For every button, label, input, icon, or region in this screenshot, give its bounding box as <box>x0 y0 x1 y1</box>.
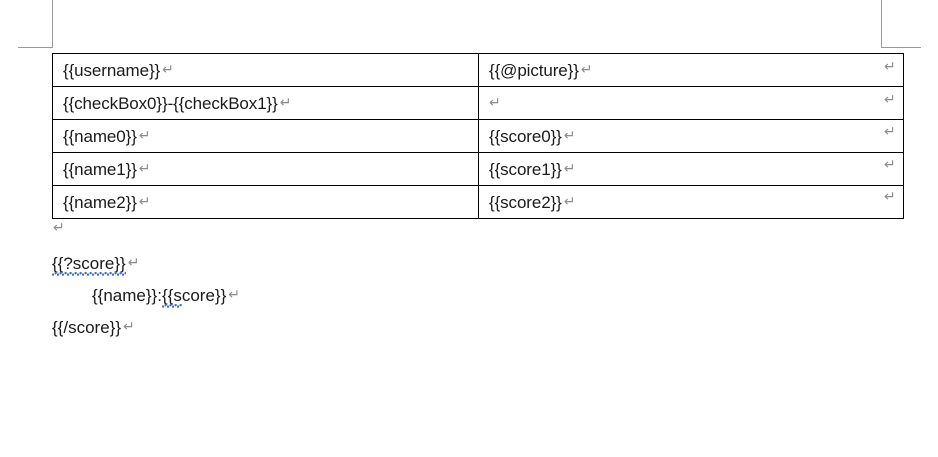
table-cell-right[interactable]: {{score2}}↵ <box>478 185 904 219</box>
body-text: {{/score}} <box>52 318 122 337</box>
cell-text: {{score1}} <box>489 159 562 179</box>
cell-text: {{name1}} <box>63 159 137 179</box>
pilcrow-icon: ↵ <box>489 94 501 111</box>
body-paragraph[interactable]: {{?score}}↵ <box>52 254 140 276</box>
misspelled-text: {{s <box>161 286 182 308</box>
pilcrow-icon: ↵ <box>279 94 292 111</box>
table-row[interactable]: {{checkBox0}}-{{checkBox1}}↵ ↵ <box>52 86 904 120</box>
misspelled-text: {{?score}} <box>52 254 126 276</box>
pilcrow-icon: ↵ <box>563 193 576 210</box>
body-paragraph[interactable]: {{name}}:{{score}}↵ <box>92 286 240 308</box>
end-of-row-pilcrow-icon: ↵ <box>884 124 896 140</box>
end-of-row-pilcrow-icon: ↵ <box>884 59 896 75</box>
margin-guide-right-horizontal <box>881 47 921 48</box>
cell-text: {{checkBox0}}-{{checkBox1}} <box>63 93 278 113</box>
pilcrow-icon: ↵ <box>127 255 140 271</box>
pilcrow-icon: ↵ <box>563 160 576 177</box>
table-cell-left[interactable]: {{name1}}↵ <box>52 152 479 186</box>
pilcrow-icon: ↵ <box>580 61 593 78</box>
pilcrow-icon: ↵ <box>138 160 151 177</box>
cell-text: {{score0}} <box>489 126 562 146</box>
pilcrow-icon: ↵ <box>138 127 151 144</box>
body-paragraph[interactable]: {{/score}}↵ <box>52 319 135 336</box>
cell-text: {{score2}} <box>489 192 562 212</box>
body-text-name-token: {{name}}: <box>92 286 162 305</box>
table-cell-left[interactable]: {{username}}↵ <box>52 53 479 87</box>
empty-paragraph-pilcrow-icon: ↵ <box>53 220 65 236</box>
end-of-row-pilcrow-icon: ↵ <box>884 157 896 173</box>
pilcrow-icon: ↵ <box>138 193 151 210</box>
table-cell-right[interactable]: ↵ <box>478 86 904 120</box>
end-of-row-pilcrow-icon: ↵ <box>884 92 896 108</box>
table-cell-left[interactable]: {{name2}}↵ <box>52 185 479 219</box>
table-row[interactable]: {{username}}↵ {{@picture}}↵ <box>52 53 904 87</box>
pilcrow-icon: ↵ <box>123 319 135 335</box>
body-text-score-token: core}} <box>181 286 227 305</box>
table-row[interactable]: {{name1}}↵ {{score1}}↵ <box>52 152 904 186</box>
table-row[interactable]: {{name0}}↵ {{score0}}↵ <box>52 119 904 153</box>
cell-text: {{name0}} <box>63 126 137 146</box>
table-cell-left[interactable]: {{name0}}↵ <box>52 119 479 153</box>
table-cell-right[interactable]: {{score0}}↵ <box>478 119 904 153</box>
table-cell-right[interactable]: {{score1}}↵ <box>478 152 904 186</box>
template-table[interactable]: {{username}}↵ {{@picture}}↵ {{checkBox0}… <box>52 53 904 219</box>
table-cell-left[interactable]: {{checkBox0}}-{{checkBox1}}↵ <box>52 86 479 120</box>
table-row[interactable]: {{name2}}↵ {{score2}}↵ <box>52 185 904 219</box>
cell-text: {{username}} <box>63 60 161 80</box>
pilcrow-icon: ↵ <box>228 287 240 303</box>
margin-guide-right-vertical <box>881 0 882 48</box>
cell-text: {{@picture}} <box>489 60 579 80</box>
end-of-row-pilcrow-icon: ↵ <box>884 189 896 205</box>
pilcrow-icon: ↵ <box>563 127 576 144</box>
pilcrow-icon: ↵ <box>162 61 174 78</box>
margin-guide-left-vertical <box>52 0 53 48</box>
table-cell-right[interactable]: {{@picture}}↵ <box>478 53 904 87</box>
cell-text: {{name2}} <box>63 192 137 212</box>
margin-guide-left-horizontal <box>18 47 53 48</box>
